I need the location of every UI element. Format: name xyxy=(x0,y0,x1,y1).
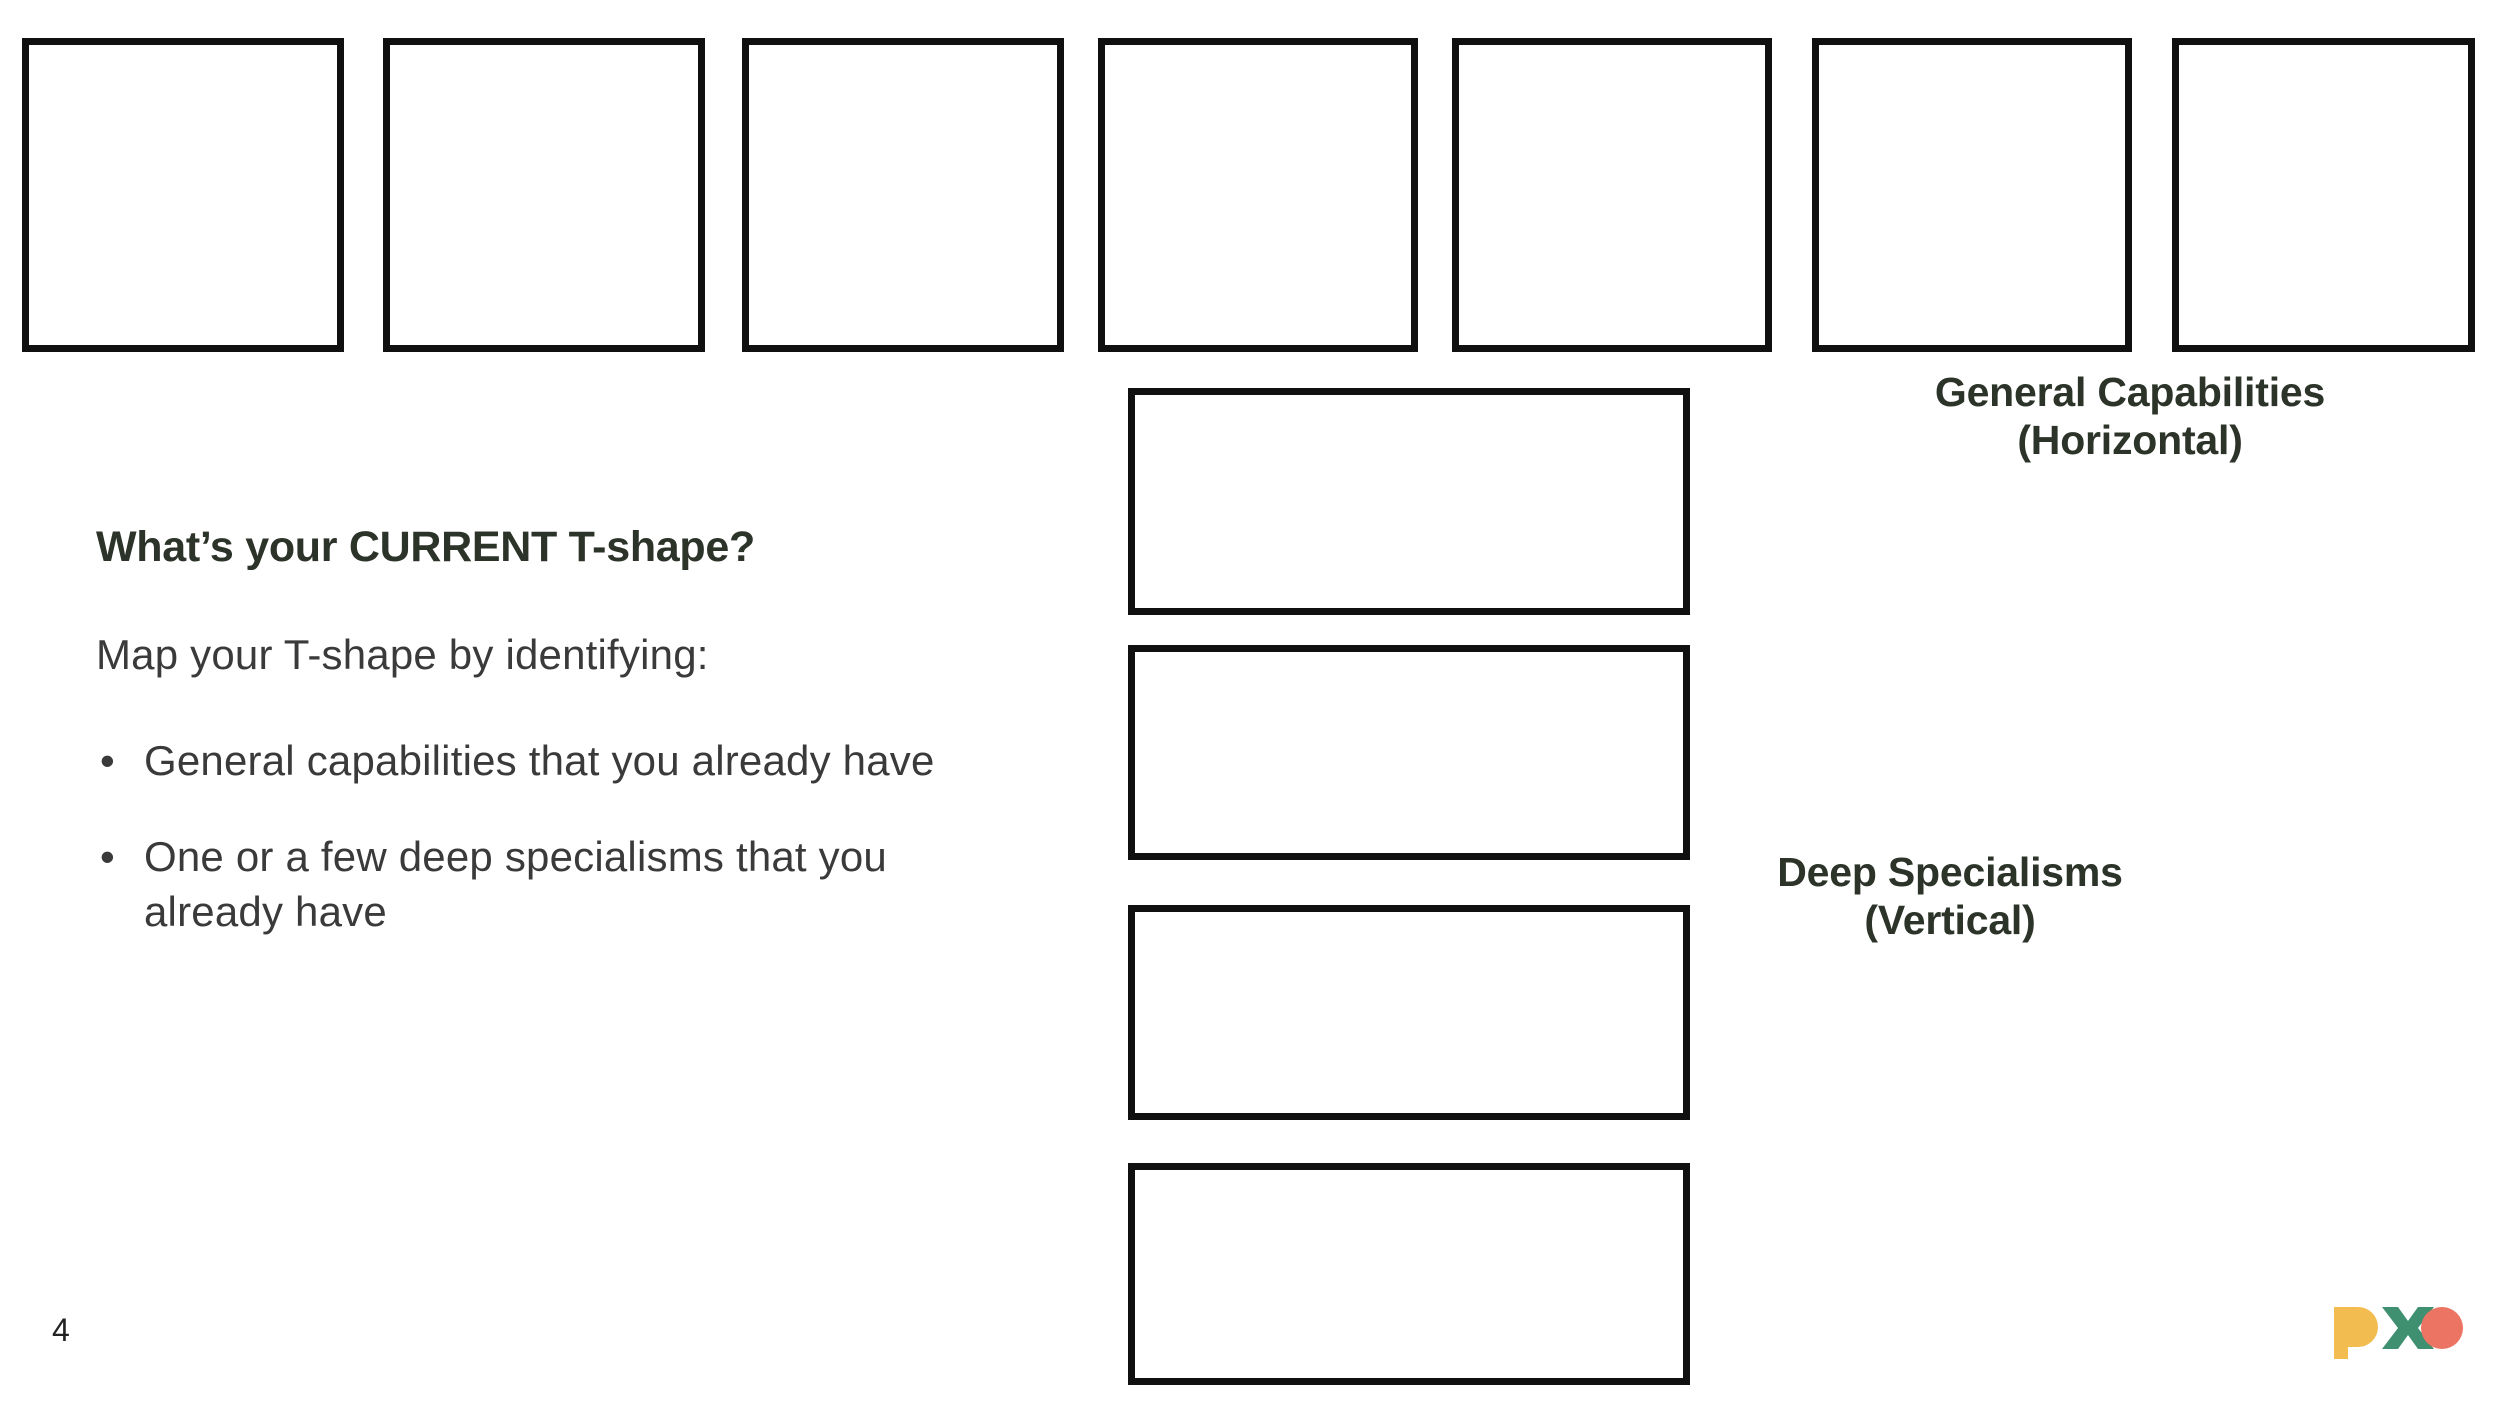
specialism-box-4[interactable] xyxy=(1128,1163,1690,1385)
capability-box-3[interactable] xyxy=(742,38,1064,352)
intro-text: Map your T-shape by identifying: xyxy=(96,630,709,678)
bullet-list: • General capabilities that you already … xyxy=(96,733,1026,939)
specialism-box-1[interactable] xyxy=(1128,388,1690,615)
specialism-box-3[interactable] xyxy=(1128,905,1690,1120)
caption-general-capabilities-line2: (Horizontal) xyxy=(2017,417,2243,464)
list-item-label: General capabilities that you already ha… xyxy=(144,737,935,785)
capability-box-7[interactable] xyxy=(2172,38,2475,352)
caption-deep-specialisms-line2: (Vertical) xyxy=(1864,897,2036,944)
list-item-label: One or a few deep specialisms that you a… xyxy=(144,832,887,935)
capability-box-2[interactable] xyxy=(383,38,705,352)
caption-general-capabilities-line1: General Capabilities xyxy=(1934,369,2326,415)
page-title: What’s your CURRENT T-shape? xyxy=(96,523,755,571)
caption-deep-specialisms: Deep Specialisms (Vertical) xyxy=(1700,848,2200,945)
capability-box-6[interactable] xyxy=(1812,38,2132,352)
list-item: • General capabilities that you already … xyxy=(96,733,1004,788)
instruction-text-block: What’s your CURRENT T-shape? Map your T-… xyxy=(96,522,1026,939)
logo-letter-x-icon xyxy=(2382,1307,2434,1349)
bullet-marker-icon: • xyxy=(100,832,115,880)
page-number: 4 xyxy=(52,1312,70,1348)
specialism-box-2[interactable] xyxy=(1128,645,1690,860)
capability-box-4[interactable] xyxy=(1098,38,1418,352)
caption-general-capabilities: General Capabilities (Horizontal) xyxy=(1830,368,2430,465)
pxo-logo xyxy=(2332,1305,2464,1361)
logo-letter-o-icon xyxy=(2421,1307,2463,1349)
capability-box-5[interactable] xyxy=(1452,38,1772,352)
capability-box-1[interactable] xyxy=(22,38,344,352)
logo-letter-p-icon xyxy=(2334,1307,2378,1359)
bullet-marker-icon: • xyxy=(100,737,115,785)
list-item: • One or a few deep specialisms that you… xyxy=(96,829,1004,940)
caption-deep-specialisms-line1: Deep Specialisms xyxy=(1777,849,2123,895)
